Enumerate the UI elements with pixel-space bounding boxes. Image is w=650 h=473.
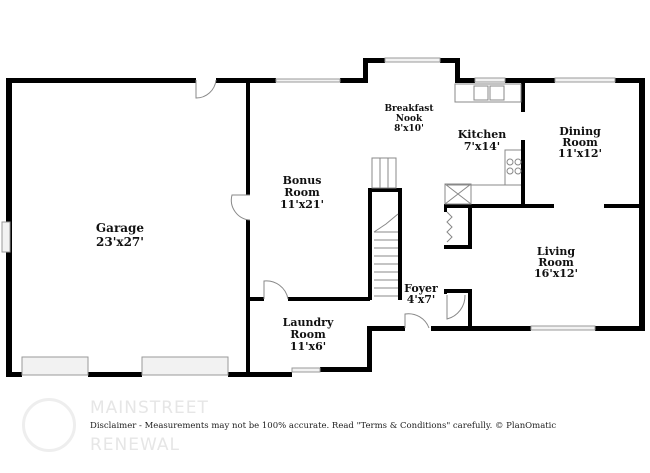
logo-mark (22, 398, 76, 452)
foyer-name: Foyer (404, 282, 438, 295)
bonus-name: Bonus (283, 174, 322, 187)
room-labels: Garage 23'x27' Bonus Room 11'x21' Laundr… (96, 104, 602, 353)
laundry-name-2: Room (290, 328, 326, 341)
bonus-name-2: Room (284, 186, 320, 199)
stairs (373, 213, 399, 297)
dining-size: 11'x12' (558, 147, 602, 160)
breakfast-name: Breakfast (384, 104, 434, 114)
watermark-logo-line2: RENEWAL (90, 435, 180, 455)
bonus-size: 11'x21' (280, 198, 324, 211)
breakfast-size: 8'x10' (394, 124, 424, 134)
garage-name: Garage (96, 221, 145, 235)
dining-name: Dining (559, 125, 601, 138)
laundry-name: Laundry (283, 316, 334, 329)
windows-doors (1, 57, 616, 376)
kitchen-size: 7'x14' (464, 140, 500, 153)
breakfast-name-2: Nook (396, 114, 423, 124)
living-name: Living (537, 245, 575, 258)
laundry-size: 11'x6' (290, 340, 326, 353)
foyer-size: 4'x7' (407, 293, 436, 306)
fixtures (371, 83, 522, 297)
living-size: 16'x12' (534, 267, 578, 280)
kitchen-name: Kitchen (458, 128, 507, 141)
dining-name-2: Room (562, 136, 598, 149)
living-name-2: Room (538, 256, 574, 269)
watermark-logo-line1: MAINSTREET (90, 398, 209, 418)
disclaimer-text: Disclaimer - Measurements may not be 100… (90, 421, 557, 431)
garage-size: 23'x27' (96, 235, 144, 249)
